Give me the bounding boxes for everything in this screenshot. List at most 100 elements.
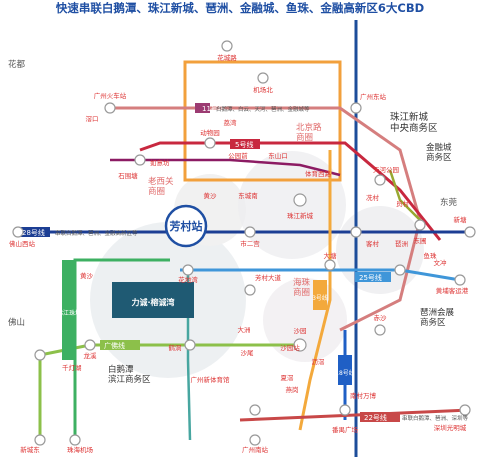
station-pazhou: 琶洲 (395, 240, 408, 248)
district-laoxiguan: 老西关商圈 (148, 176, 174, 197)
station-jichangbei: 机场北 (253, 85, 273, 94)
station-ring (182, 264, 194, 276)
station-qiandengshi: 千灯湖 (62, 363, 82, 372)
station-dongpu: 东圃 (414, 236, 427, 245)
line-28-badge: 28号线 (22, 228, 45, 237)
station-ring (324, 259, 336, 271)
station-fanyuguangchang: 番禺广场 (332, 425, 359, 434)
station-xiangjiang: 夏滘 (281, 373, 295, 382)
station-chisha: 赤沙 (374, 314, 388, 322)
station-zhujiang-xincheng: 珠江新城 (287, 211, 314, 220)
station-ring (394, 264, 406, 276)
guangfojiang-badge: 广佛江珠城际 (51, 309, 87, 317)
station-ruyifang: 如意坊 (150, 158, 170, 167)
station-ring (249, 404, 261, 416)
station-tiyuxilu: 体育西路 (305, 169, 332, 178)
line-22-badge: 22号线 (364, 413, 387, 422)
station-shiergong: 市二宫 (240, 239, 260, 248)
line-3-badge-bg (313, 280, 327, 310)
guangfo-badge: 广佛线 (104, 341, 125, 350)
station-rings (12, 40, 476, 446)
district-zhujiang: 珠江新城中央商务区 (390, 111, 438, 134)
station-nancun: 南村万博 (350, 391, 377, 400)
station-ring (414, 219, 426, 231)
line-11-badge-bg (195, 103, 210, 113)
station-gongyuanqian: 公园前 (228, 151, 248, 160)
district-beijinglu: 北京路商圈 (296, 122, 322, 143)
project-logo-text: 力诚·榕诚湾 (131, 297, 174, 307)
station-yuzhu: 鱼珠 (424, 251, 438, 260)
line-3-path (298, 150, 332, 431)
station-huangshagang: 黄沙 (204, 191, 218, 200)
line-22-badge-bg (360, 412, 400, 422)
station-dayong: 大塘 (324, 251, 338, 260)
station-ring (374, 174, 386, 186)
station-huachengzhan: 花城路 (217, 53, 237, 62)
station-ring (34, 349, 46, 361)
direction-dongguan: 东莞 (440, 197, 458, 208)
station-ring (454, 274, 466, 286)
station-dazhou: 大洲 (238, 325, 251, 334)
station-ring (244, 284, 256, 296)
station-guangzhou-huochezhan: 广州火车站 (94, 91, 127, 100)
line-28-badge-bg (18, 227, 50, 237)
guangfo-badge-bg (100, 340, 140, 350)
station-ring (104, 102, 116, 114)
station-shiweitang: 石围塘 (118, 171, 138, 180)
station-ring (293, 338, 307, 352)
line-13-path (388, 169, 421, 221)
station-xiaoxiao: 滘口 (86, 114, 99, 123)
station-ring (84, 339, 96, 351)
line-11-badge: 11号线 (202, 104, 225, 113)
station-kecun: 客村 (366, 239, 380, 248)
station-ring (293, 193, 307, 207)
station-dongshankou: 东山口 (268, 151, 288, 160)
line-5-badge-bg (230, 139, 260, 149)
line-11-tag: 白鹅潭、白云、天河、琶洲、金融城等 (216, 105, 310, 113)
line-25-badge: 25号线 (359, 273, 382, 282)
station-ring (12, 226, 24, 238)
station-labels: 花城路 机场北 广州火车站 广州东站 滘口 动物园 公园前 东山口 体育西路 天… (9, 53, 469, 454)
station-shayuan-ring: 沙园站 (280, 343, 300, 352)
station-ring (221, 40, 233, 52)
line-1-path (183, 60, 342, 182)
station-lixin: 鹤洞 (169, 343, 183, 352)
station-ring (204, 137, 216, 149)
station-ring (464, 226, 476, 238)
district-jinrongcheng: 金融城商务区 (426, 142, 452, 163)
station-shayuan: 沙园 (294, 327, 307, 335)
line-6-path (110, 158, 341, 177)
station-foshanxizhan: 佛山西站 (9, 239, 36, 248)
station-guangfo-xincheng: 东城南 (238, 191, 258, 200)
station-ring (339, 404, 351, 416)
station-wenchong: 文冲 (434, 258, 448, 267)
core-station-label: 芳村站 (170, 219, 203, 233)
station-ring (374, 324, 386, 336)
station-guangzhou-dongzhan: 广州东站 (360, 92, 387, 101)
station-ring (257, 72, 269, 84)
line-28-tag: 串联白鹅潭、琶洲、金融高新区等 (55, 229, 138, 237)
station-haiyuan: 沥滘 (312, 357, 326, 366)
station-lizhiwan: 荔湾 (224, 118, 238, 127)
station-ring (134, 154, 146, 166)
station-ring (34, 434, 46, 446)
station-yanjiang: 燕岗 (286, 385, 299, 394)
station-xinchang: 新塘 (454, 215, 468, 224)
line-18-badge: 18号线 (335, 369, 355, 377)
station-huangpukexuecheng: 黄埔客运港 (436, 286, 469, 295)
map-title: 快速串联白鹅潭、珠江新城、琶洲、金融城、鱼珠、金融高新区6大CBD (55, 1, 424, 15)
line-11-path (110, 106, 422, 332)
station-ring (350, 226, 362, 238)
station-ring (244, 226, 256, 238)
station-chentang: 冼村 (366, 193, 380, 202)
station-fangcundadao: 芳村大道 (255, 273, 282, 282)
project-logo-block (112, 282, 194, 318)
station-tianhegongyuan: 天河公园 (373, 166, 399, 174)
direction-huadu: 花都 (8, 59, 26, 70)
line-25-badge-bg (355, 272, 391, 282)
station-ring (69, 434, 81, 446)
line-18-badge-bg (338, 355, 352, 385)
district-pazhou: 琶洲会展商务区 (420, 307, 455, 328)
